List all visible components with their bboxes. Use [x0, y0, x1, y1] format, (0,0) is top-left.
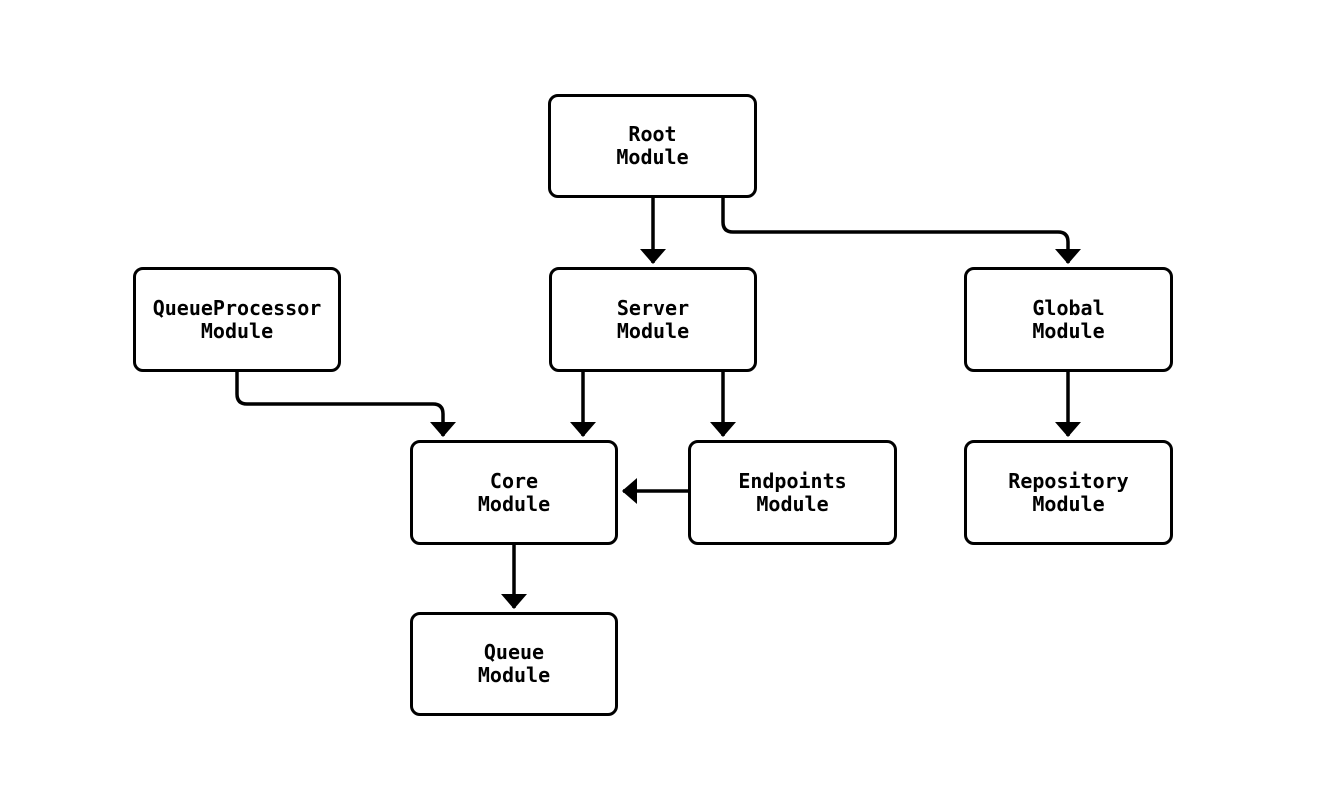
node-label-line2: Module [200, 318, 274, 343]
node-label-line2: Module [477, 663, 551, 687]
node-endpoints-module: Endpoints Module [688, 440, 897, 545]
node-label-line1: Queue [483, 640, 545, 664]
node-core-module: Core Module [410, 440, 618, 545]
node-label-line1: Core [489, 468, 539, 493]
node-label-line2: Module [1032, 491, 1105, 516]
node-label-line1: Repository [1008, 468, 1129, 493]
node-label-line2: Module [616, 145, 689, 169]
node-label-line1: Global [1032, 295, 1105, 320]
node-label-line1: QueueProcessor [152, 295, 322, 320]
node-repository-module: Repository Module [964, 440, 1173, 545]
node-label-line2: Module [477, 491, 551, 516]
node-label-line1: Endpoints [738, 468, 847, 493]
node-label-line2: Module [616, 318, 690, 343]
node-queueprocessor-module: QueueProcessor Module [133, 267, 341, 372]
node-label-line1: Root [628, 122, 677, 146]
node-label-line2: Module [1032, 318, 1105, 343]
node-root-module: Root Module [548, 94, 757, 198]
node-global-module: Global Module [964, 267, 1173, 372]
node-label-line1: Server [616, 295, 690, 320]
edge-queueprocessor-to-core [235, 372, 456, 437]
node-queue-module: Queue Module [410, 612, 618, 716]
node-server-module: Server Module [549, 267, 757, 372]
edge-root-to-global [721, 198, 1081, 264]
node-label-line2: Module [756, 491, 829, 516]
